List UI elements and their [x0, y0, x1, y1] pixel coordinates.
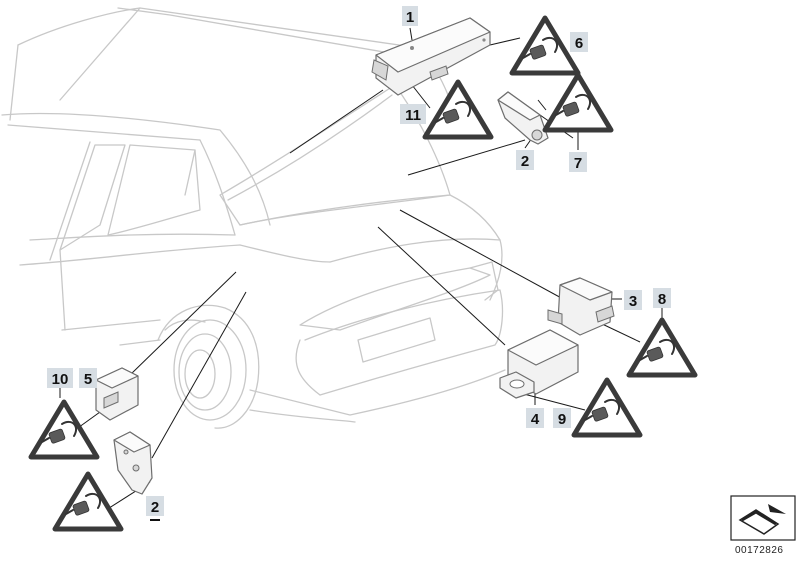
- warning-connector-icon: [509, 15, 581, 76]
- part-number: 10: [52, 371, 69, 388]
- part-label-5[interactable]: 5: [79, 368, 97, 388]
- part-number: 9: [558, 411, 566, 428]
- part-label-11[interactable]: 11: [400, 104, 426, 124]
- part-label-2-bottom[interactable]: 2: [146, 496, 164, 521]
- part-label-6[interactable]: 6: [570, 32, 588, 52]
- return-arrow-icon: [738, 504, 786, 535]
- part-label-2-top[interactable]: 2: [516, 150, 534, 170]
- part-module-3[interactable]: [547, 277, 615, 336]
- part-number: 4: [531, 411, 540, 428]
- warning-connector-icon: [52, 471, 124, 532]
- part-label-1[interactable]: 1: [402, 6, 418, 26]
- part-number: 2: [521, 153, 529, 170]
- part-module-4[interactable]: [499, 329, 579, 399]
- part-label-3[interactable]: 3: [624, 290, 642, 310]
- part-number: 11: [405, 107, 421, 124]
- part-number: 3: [629, 293, 637, 310]
- part-label-9[interactable]: 9: [553, 408, 571, 428]
- part-label-10[interactable]: 10: [47, 368, 73, 388]
- part-number: 7: [574, 155, 582, 172]
- vehicle-outline: [1, 7, 506, 429]
- catalog-number: 00172826: [735, 545, 784, 556]
- part-number: 6: [575, 35, 583, 52]
- warning-connector-icon: [542, 72, 614, 133]
- part-sensor-bottom[interactable]: [113, 431, 153, 495]
- warning-connector-icon: [28, 399, 100, 460]
- warning-connector-icon: [422, 79, 494, 140]
- part-number: 5: [84, 371, 92, 388]
- warning-connector-icon: [571, 377, 643, 438]
- part-label-4[interactable]: 4: [526, 408, 544, 428]
- part-number: 8: [658, 291, 666, 308]
- part-sensor-top[interactable]: [497, 91, 549, 145]
- part-control-unit[interactable]: [371, 17, 491, 96]
- part-module-5[interactable]: [95, 367, 139, 421]
- catalog-stamp: 00172826: [730, 495, 796, 556]
- warning-connector-icon: [626, 317, 698, 378]
- part-number: 2: [151, 499, 159, 516]
- part-number: 1: [406, 9, 414, 26]
- part-label-7[interactable]: 7: [569, 152, 587, 172]
- part-label-8[interactable]: 8: [653, 288, 671, 308]
